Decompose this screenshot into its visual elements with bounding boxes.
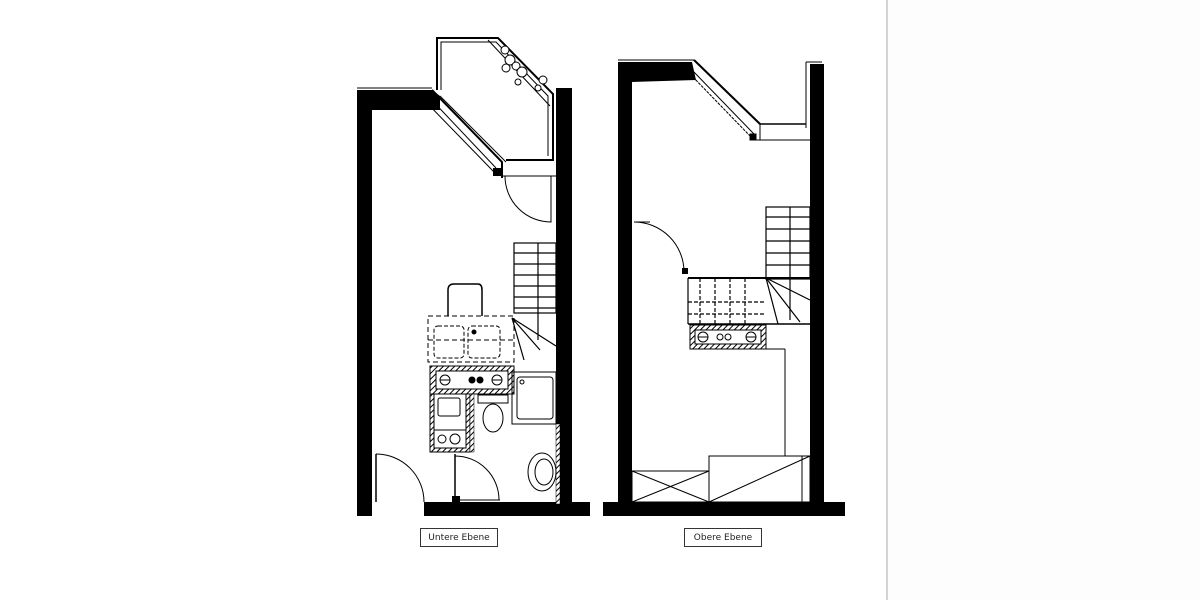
lower-bottom-wall [424,502,590,516]
label-upper-level: Obere Ebene [684,528,762,547]
lower-top-wall [357,90,440,110]
blank-side-panel [888,0,1200,600]
upper-staircase [687,206,811,325]
upper-door [633,221,688,274]
toilet-icon [477,394,509,404]
upper-level-plan [603,59,845,516]
lower-kitchen-counter [429,365,515,453]
upper-bottom-wall [603,502,845,516]
upper-built-ins [631,348,811,503]
upper-counter [689,324,767,350]
lower-bathroom [452,371,561,505]
upper-top-wall [618,62,696,82]
shower-icon [516,376,554,420]
lower-entrance-door [375,453,425,503]
sink-icon [527,452,557,492]
upper-right-wall [810,64,824,504]
lower-staircase [511,242,557,361]
lower-left-wall [357,90,372,516]
stove-icon [439,374,503,386]
label-lower-level: Untere Ebene [420,528,498,547]
storage-box [631,470,710,503]
page-divider [886,0,888,600]
washbasin-icon [697,331,757,343]
lower-level-plan [357,37,590,516]
upper-left-wall [618,62,632,514]
balcony-plants-icon [500,45,548,92]
dining-table [427,283,515,363]
lower-right-wall [556,88,572,504]
